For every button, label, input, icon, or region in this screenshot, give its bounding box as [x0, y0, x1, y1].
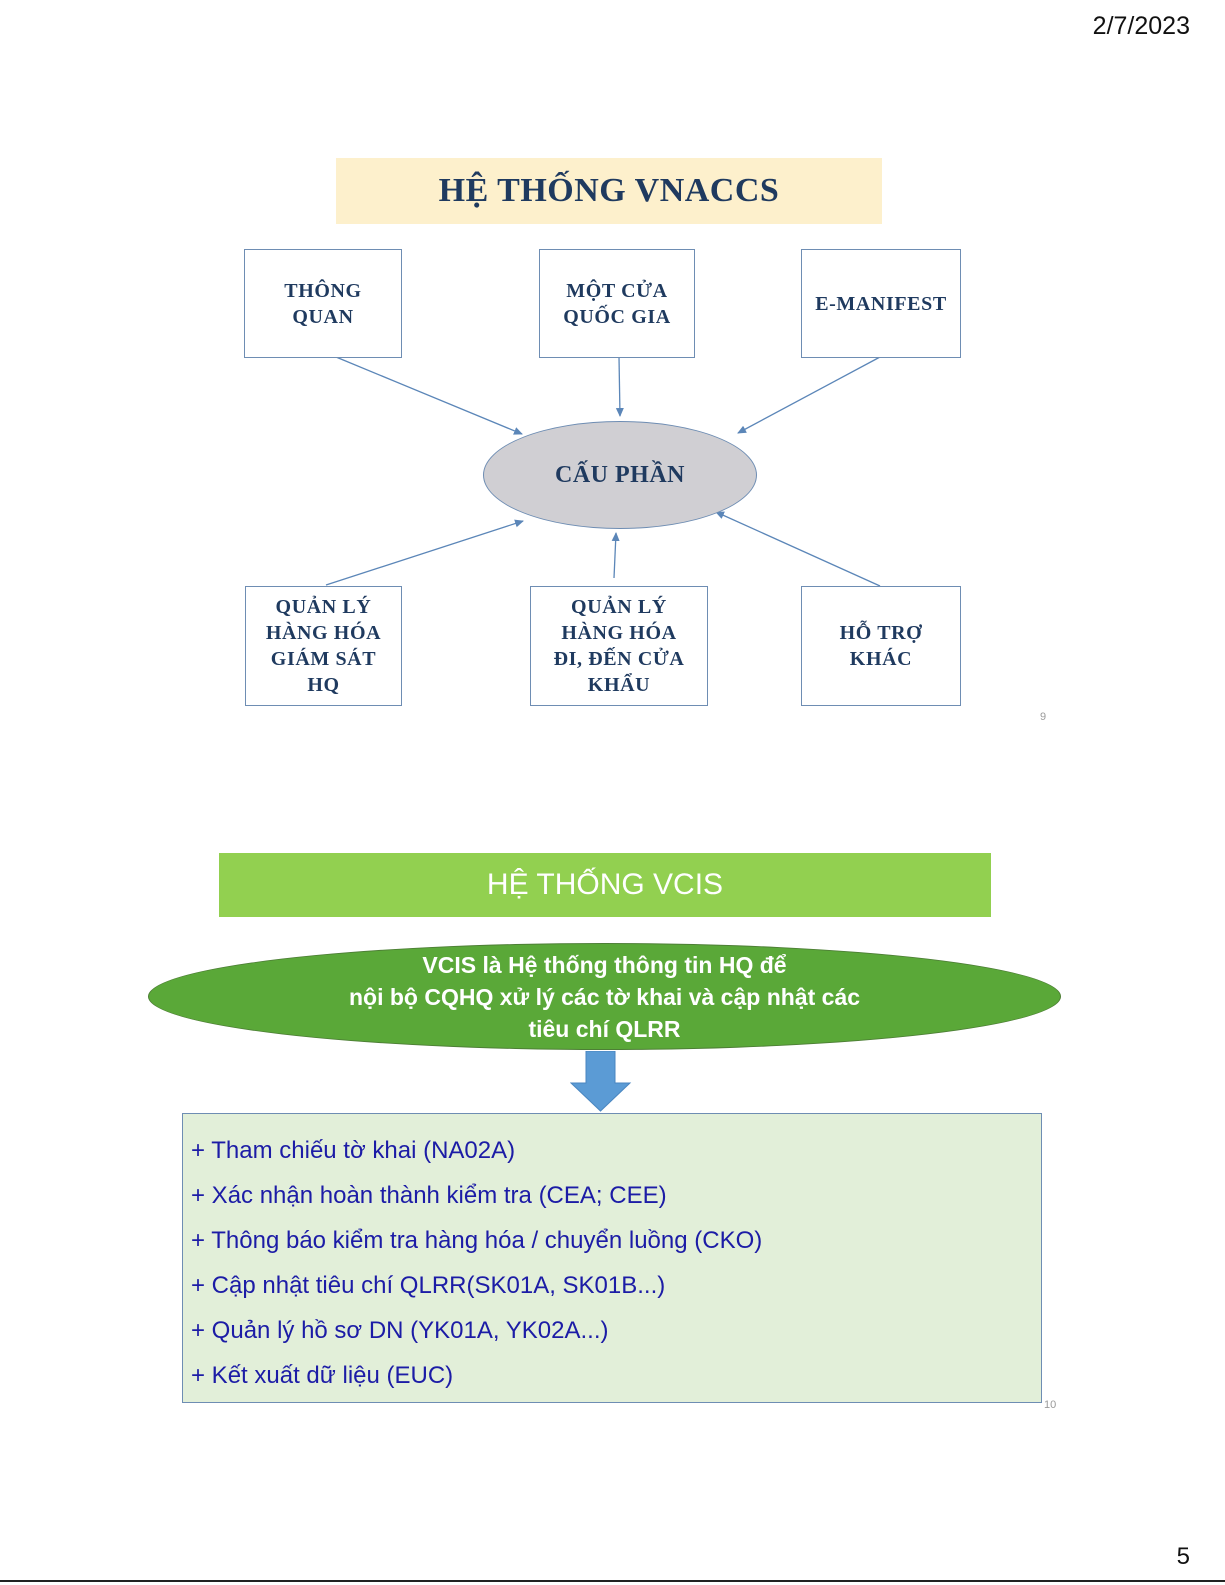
box-quan-ly-giam-sat: QUẢN LÝ HÀNG HÓA GIÁM SÁT HQ	[245, 586, 402, 706]
vcis-description-ellipse: VCIS là Hệ thống thông tin HQ để nội bộ …	[148, 943, 1061, 1050]
list-item: + Cập nhật tiêu chí QLRR(SK01A, SK01B...…	[191, 1272, 666, 1299]
vcis-title: HỆ THỐNG VCIS	[219, 853, 991, 917]
arrow-mot-cua	[615, 356, 624, 417]
vnaccs-title: HỆ THỐNG VNACCS	[336, 158, 882, 224]
slide-number-10: 10	[1044, 1399, 1057, 1411]
down-arrow-icon	[570, 1051, 632, 1112]
list-item: + Tham chiếu tờ khai (NA02A)	[191, 1137, 516, 1164]
arrow-e-manifest	[737, 356, 881, 434]
box-thong-quan: THÔNG QUAN	[244, 249, 402, 358]
list-item: + Xác nhận hoàn thành kiểm tra (CEA; CEE…	[191, 1182, 667, 1209]
box-e-manifest: E-MANIFEST	[801, 249, 961, 358]
bottom-divider	[0, 1580, 1225, 1582]
list-item: + Quản lý hồ sơ DN (YK01A, YK02A...)	[191, 1317, 609, 1344]
vcis-function-list: + Tham chiếu tờ khai (NA02A) + Xác nhận …	[182, 1113, 1042, 1403]
arrow-ho-tro	[715, 511, 881, 587]
arrow-quan-ly-cua-khau	[611, 532, 620, 579]
box-quan-ly-cua-khau: QUẢN LÝ HÀNG HÓA ĐI, ĐẾN CỬA KHẨU	[530, 586, 708, 706]
arrow-quan-ly-giam-sat	[325, 519, 524, 586]
box-ho-tro-khac: HỖ TRỢ KHÁC	[801, 586, 961, 706]
list-item: + Thông báo kiểm tra hàng hóa / chuyển l…	[191, 1227, 763, 1254]
page-number: 5	[1176, 1543, 1190, 1570]
slide-number-9: 9	[1040, 711, 1047, 723]
arrow-thong-quan	[335, 356, 523, 435]
list-item: + Kết xuất dữ liệu (EUC)	[191, 1362, 454, 1389]
document-date: 2/7/2023	[1092, 12, 1190, 40]
cau-phan-ellipse: CẤU PHẦN	[483, 421, 757, 529]
connector-arrows	[325, 356, 881, 587]
box-mot-cua-quoc-gia: MỘT CỬA QUỐC GIA	[539, 249, 695, 358]
